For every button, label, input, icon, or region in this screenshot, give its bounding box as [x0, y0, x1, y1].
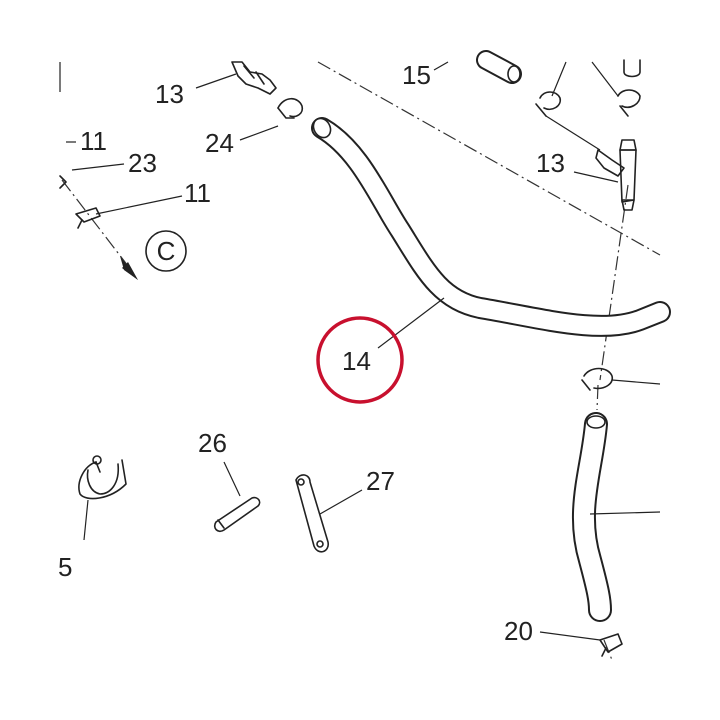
leader-lines — [66, 61, 661, 641]
hose-14[interactable] — [310, 115, 671, 337]
view-c-label: C — [157, 236, 176, 266]
highlight-circle — [316, 316, 404, 404]
fitting-13-right[interactable] — [595, 139, 637, 211]
callout-11-mid: 11 — [184, 178, 211, 208]
callout-26: 26 — [198, 428, 227, 458]
reference-line-vertical — [599, 184, 629, 381]
callout-27: 27 — [366, 466, 395, 496]
clip-11[interactable] — [75, 207, 101, 229]
callout-24: 24 — [205, 128, 234, 158]
fitting-13-top[interactable] — [231, 61, 277, 95]
clamp-right-upper[interactable] — [617, 89, 641, 117]
callout-23: 23 — [128, 148, 157, 178]
strap-27[interactable] — [295, 474, 329, 553]
callout-11-top: 11 — [80, 126, 107, 156]
clip-20[interactable] — [599, 633, 623, 657]
tie-26[interactable] — [213, 496, 261, 533]
clamp-right-mid[interactable] — [581, 367, 614, 391]
clamp-5[interactable] — [78, 455, 127, 500]
reference-line-bottom — [603, 639, 613, 661]
clamp-24[interactable] — [277, 97, 304, 119]
clamp-right-top[interactable] — [535, 91, 562, 117]
hose-20-segment[interactable] — [572, 412, 612, 622]
view-c-arrow — [120, 256, 138, 280]
callout-13-right: 13 — [536, 148, 565, 178]
callout-13-top: 13 — [155, 79, 184, 109]
callout-15: 15 — [402, 60, 431, 90]
hose-15-stub — [476, 50, 522, 84]
view-c-circle — [145, 230, 187, 272]
reference-line-diagonal — [317, 61, 661, 256]
callout-20: 20 — [504, 616, 533, 646]
clip-23[interactable] — [59, 175, 67, 189]
callout-14: 14 — [342, 346, 371, 376]
reference-line-view-c — [61, 179, 129, 267]
hose-end-top-right — [623, 59, 641, 78]
callout-5: 5 — [58, 552, 72, 582]
